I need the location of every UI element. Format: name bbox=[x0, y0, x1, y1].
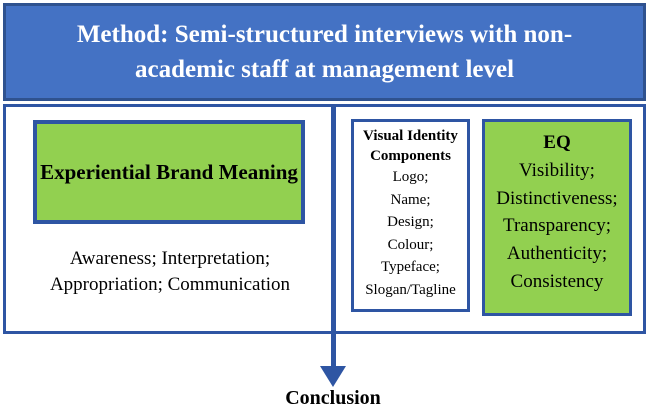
conclusion-label: Conclusion bbox=[285, 387, 381, 409]
eq-item-authenticity: Authenticity; bbox=[506, 243, 608, 265]
eq-box: EQ Visibility; Distinctiveness; Transpar… bbox=[482, 119, 632, 316]
vic-item-colour: Colour; bbox=[387, 236, 434, 253]
eq-item-transparency: Transparency; bbox=[503, 215, 611, 237]
vertical-divider bbox=[331, 104, 336, 334]
vic-item-slogan-tagline: Slogan/Tagline bbox=[365, 281, 456, 298]
eq-item-distinctiveness: Distinctiveness; bbox=[496, 187, 618, 209]
eq-title: EQ bbox=[543, 132, 571, 153]
eq-item-consistency: Consistency bbox=[510, 271, 604, 293]
down-arrow-icon bbox=[320, 366, 346, 387]
vic-item-typeface: Typeface; bbox=[381, 259, 440, 275]
method-title-line-2: academic staff at management level bbox=[134, 56, 515, 83]
brand-meaning-description-line-1: Awareness; Interpretation; bbox=[69, 248, 271, 269]
experiential-brand-meaning-box: Experiential Brand Meaning bbox=[33, 120, 305, 224]
vic-item-design: Design; bbox=[387, 214, 434, 230]
brand-meaning-description-line-2: Appropriation; Communication bbox=[49, 273, 291, 295]
experiential-brand-meaning-title: Experiential Brand Meaning bbox=[40, 159, 298, 184]
eq-item-visibility: Visibility; bbox=[519, 159, 595, 181]
down-arrow-stem bbox=[331, 331, 336, 368]
method-title-line-1: Method: Semi-structured interviews with … bbox=[76, 21, 573, 48]
vic-item-logo: Logo; bbox=[392, 169, 429, 185]
visual-identity-components-title: Visual Identity Components bbox=[363, 128, 458, 164]
visual-identity-components-box: Visual Identity Components Logo; Name; D… bbox=[351, 119, 470, 312]
method-header-box: Method: Semi-structured interviews with … bbox=[3, 3, 646, 101]
vic-item-name: Name; bbox=[390, 191, 431, 208]
brand-meaning-description: Awareness; Interpretation; Appropriation… bbox=[14, 246, 326, 297]
